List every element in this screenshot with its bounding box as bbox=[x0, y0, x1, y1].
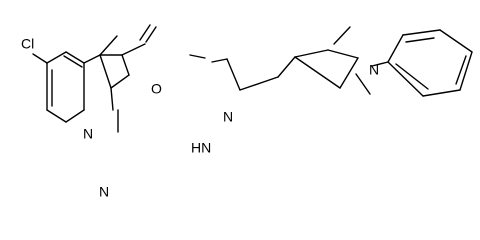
bond-line-34 bbox=[402, 29, 441, 36]
bond-line-40 bbox=[455, 55, 467, 85]
bond-line-7 bbox=[65, 51, 85, 64]
chemical-structure-diagram: Cl N N O HN N N bbox=[21, 24, 473, 200]
imidazole-nitrogen-label: N bbox=[99, 184, 109, 200]
bond-line-10 bbox=[83, 54, 101, 64]
carbonyl-oxygen-label: O bbox=[151, 81, 162, 97]
bond-line-31 bbox=[355, 73, 371, 95]
pyrrole-nitrogen-label: N bbox=[369, 62, 379, 78]
bond-line-39 bbox=[405, 37, 435, 43]
hydrazide-nh-label: HN bbox=[191, 140, 211, 156]
bond-line-29 bbox=[294, 56, 341, 89]
bond-line-14 bbox=[110, 74, 130, 89]
bond-line-32 bbox=[371, 61, 389, 67]
bond-line-4 bbox=[46, 109, 67, 123]
bond-line-9 bbox=[63, 55, 83, 68]
bond-line-30 bbox=[333, 26, 351, 45]
bond-line-22 bbox=[211, 58, 228, 63]
bond-line-18 bbox=[121, 43, 146, 56]
bond-line-13 bbox=[121, 54, 130, 76]
bond-line-36 bbox=[459, 51, 473, 91]
bond-line-8 bbox=[46, 51, 67, 64]
bond-line-41 bbox=[395, 63, 429, 90]
bond-line-25 bbox=[277, 56, 296, 78]
bond-line-26 bbox=[294, 49, 329, 58]
bond-line-35 bbox=[439, 29, 473, 53]
imine-nitrogen-label: N bbox=[223, 109, 233, 125]
bond-line-28 bbox=[339, 57, 359, 89]
bond-line-12 bbox=[99, 35, 118, 56]
bond-line-27 bbox=[327, 49, 359, 59]
bond-line-37 bbox=[422, 89, 461, 97]
molecule-drawing: Cl N N O HN N N bbox=[21, 24, 473, 200]
bond-line-1 bbox=[32, 53, 48, 64]
bond-line-15 bbox=[99, 54, 112, 89]
bond-line-38 bbox=[387, 61, 424, 97]
bond-line-33 bbox=[387, 34, 404, 63]
bond-line-21 bbox=[189, 54, 206, 59]
bond-line-16 bbox=[110, 87, 114, 111]
bond-line-19 bbox=[139, 24, 151, 41]
bridgehead-nitrogen-label: N bbox=[83, 126, 93, 142]
bond-line-23 bbox=[226, 58, 241, 91]
chlorine-atom-label: Cl bbox=[21, 36, 34, 52]
bonds-layer bbox=[32, 24, 473, 133]
bond-line-5 bbox=[65, 109, 85, 123]
bond-line-24 bbox=[239, 76, 279, 91]
bond-line-20 bbox=[145, 26, 157, 43]
